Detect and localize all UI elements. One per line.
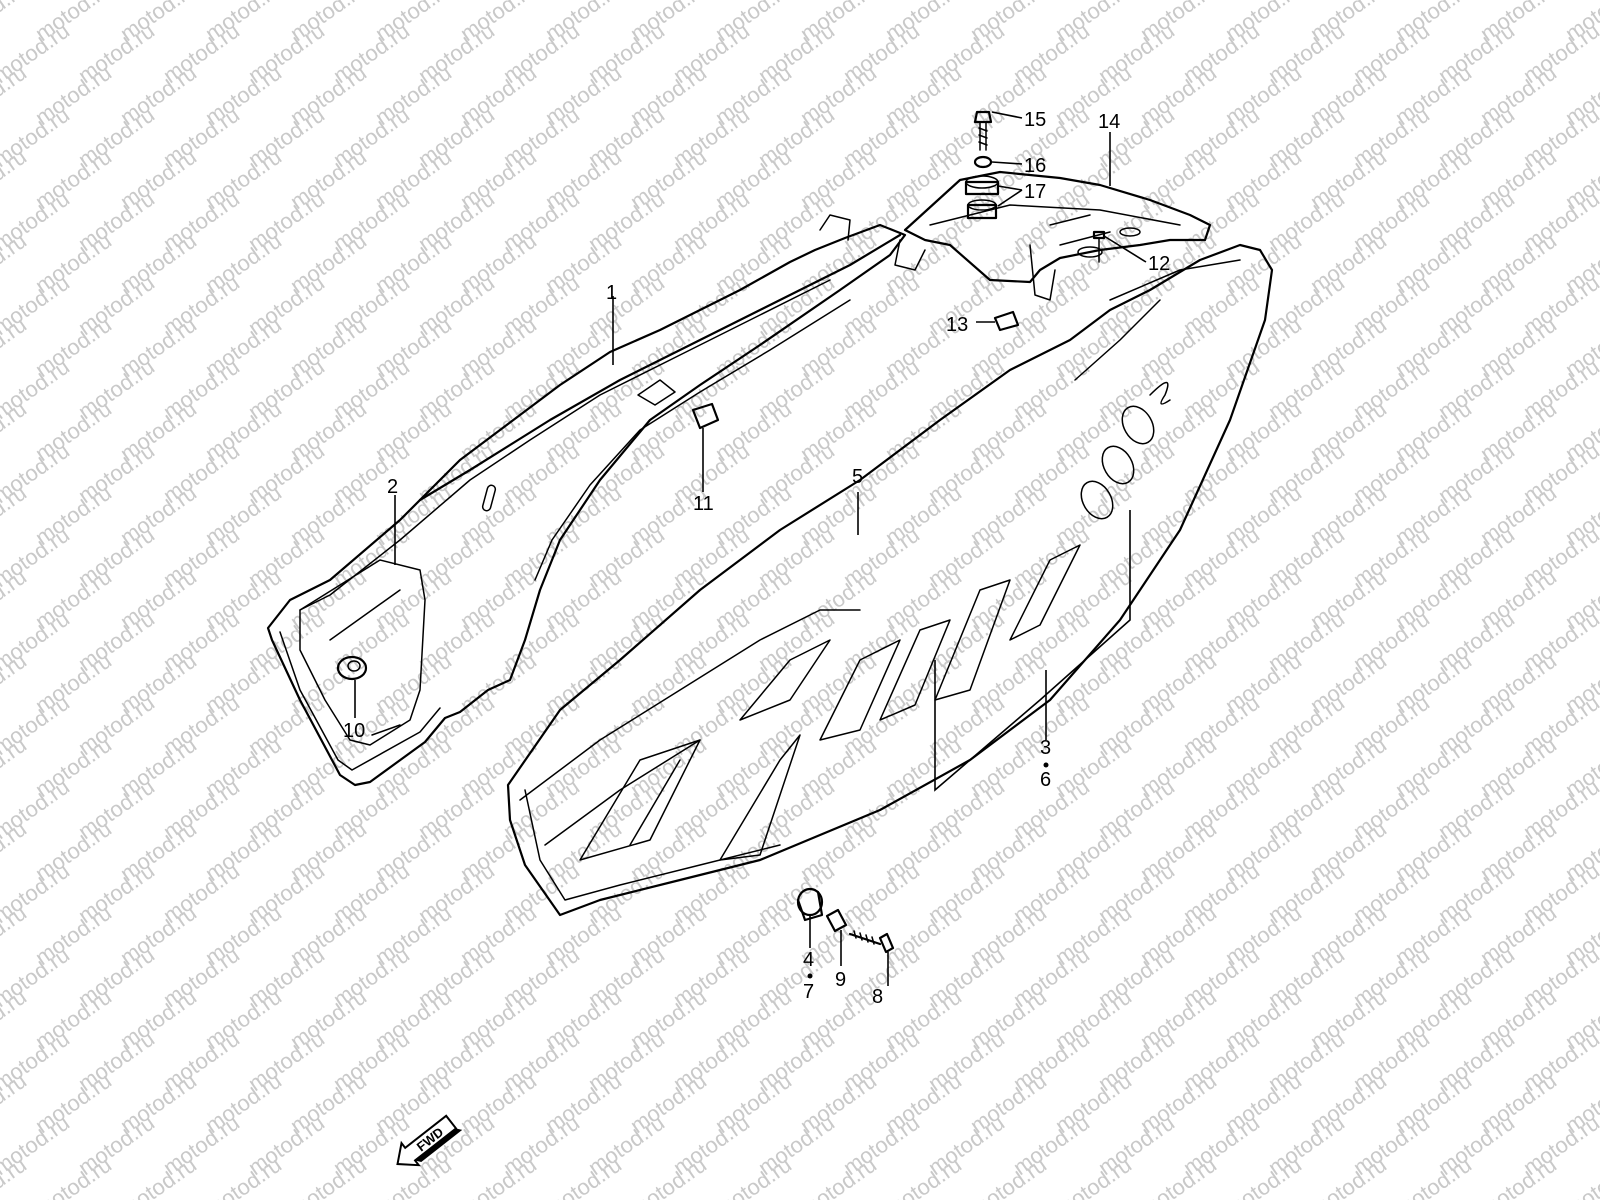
callout-dot-4-7: [807, 973, 813, 979]
callout-1: 1: [606, 282, 617, 304]
fasteners-bottom: [796, 887, 895, 954]
clip-13: [993, 310, 1020, 332]
bolt-15: [973, 110, 993, 124]
inner-panel-2: [299, 559, 426, 746]
callout-12: 12: [1148, 253, 1170, 275]
callout-2: 2: [387, 476, 398, 498]
side-cover-3: [506, 243, 1274, 917]
callout-14: 14: [1098, 111, 1120, 133]
callout-5: 5: [852, 466, 863, 488]
grommet-10: [336, 655, 368, 681]
frame-cover-assembly: [266, 170, 1212, 787]
callout-7: 7: [803, 981, 814, 1003]
side-cover-decal: [506, 243, 1274, 917]
callout-3: 3: [1040, 737, 1051, 759]
callout-10: 10: [343, 720, 365, 742]
callout-8: 8: [872, 986, 883, 1008]
callout-11: 11: [693, 493, 714, 515]
callout-13: 13: [946, 314, 968, 336]
grommet-11: [691, 402, 720, 430]
callout-16: 16: [1024, 155, 1046, 177]
fasteners-top: [964, 110, 1106, 263]
callout-dot-3-6: [1043, 762, 1049, 768]
tail-top-14: [903, 170, 1212, 284]
leader-lines: [354, 111, 1147, 986]
screw-12: [1092, 230, 1106, 240]
watermark-text: motod.ru: [1561, 1152, 1600, 1200]
callout-9: 9: [835, 969, 846, 991]
fwd-arrow-icon: FWD: [396, 1114, 463, 1167]
frame-cover-left: [266, 223, 907, 787]
callout-4: 4: [803, 949, 814, 971]
callout-17: 17: [1024, 181, 1046, 203]
watermark-text: motod.ru: [0, 0, 31, 46]
callout-labels: 1 2 10 11 5 3 6 15 16 17 14 12 13 4 7 9 …: [343, 109, 1170, 1008]
callout-6: 6: [1040, 769, 1051, 791]
callout-15: 15: [1024, 109, 1046, 131]
screw-8: [848, 932, 882, 946]
collar-9: [825, 908, 848, 933]
cushion-17: [964, 180, 1000, 196]
washer-16: [973, 155, 993, 169]
